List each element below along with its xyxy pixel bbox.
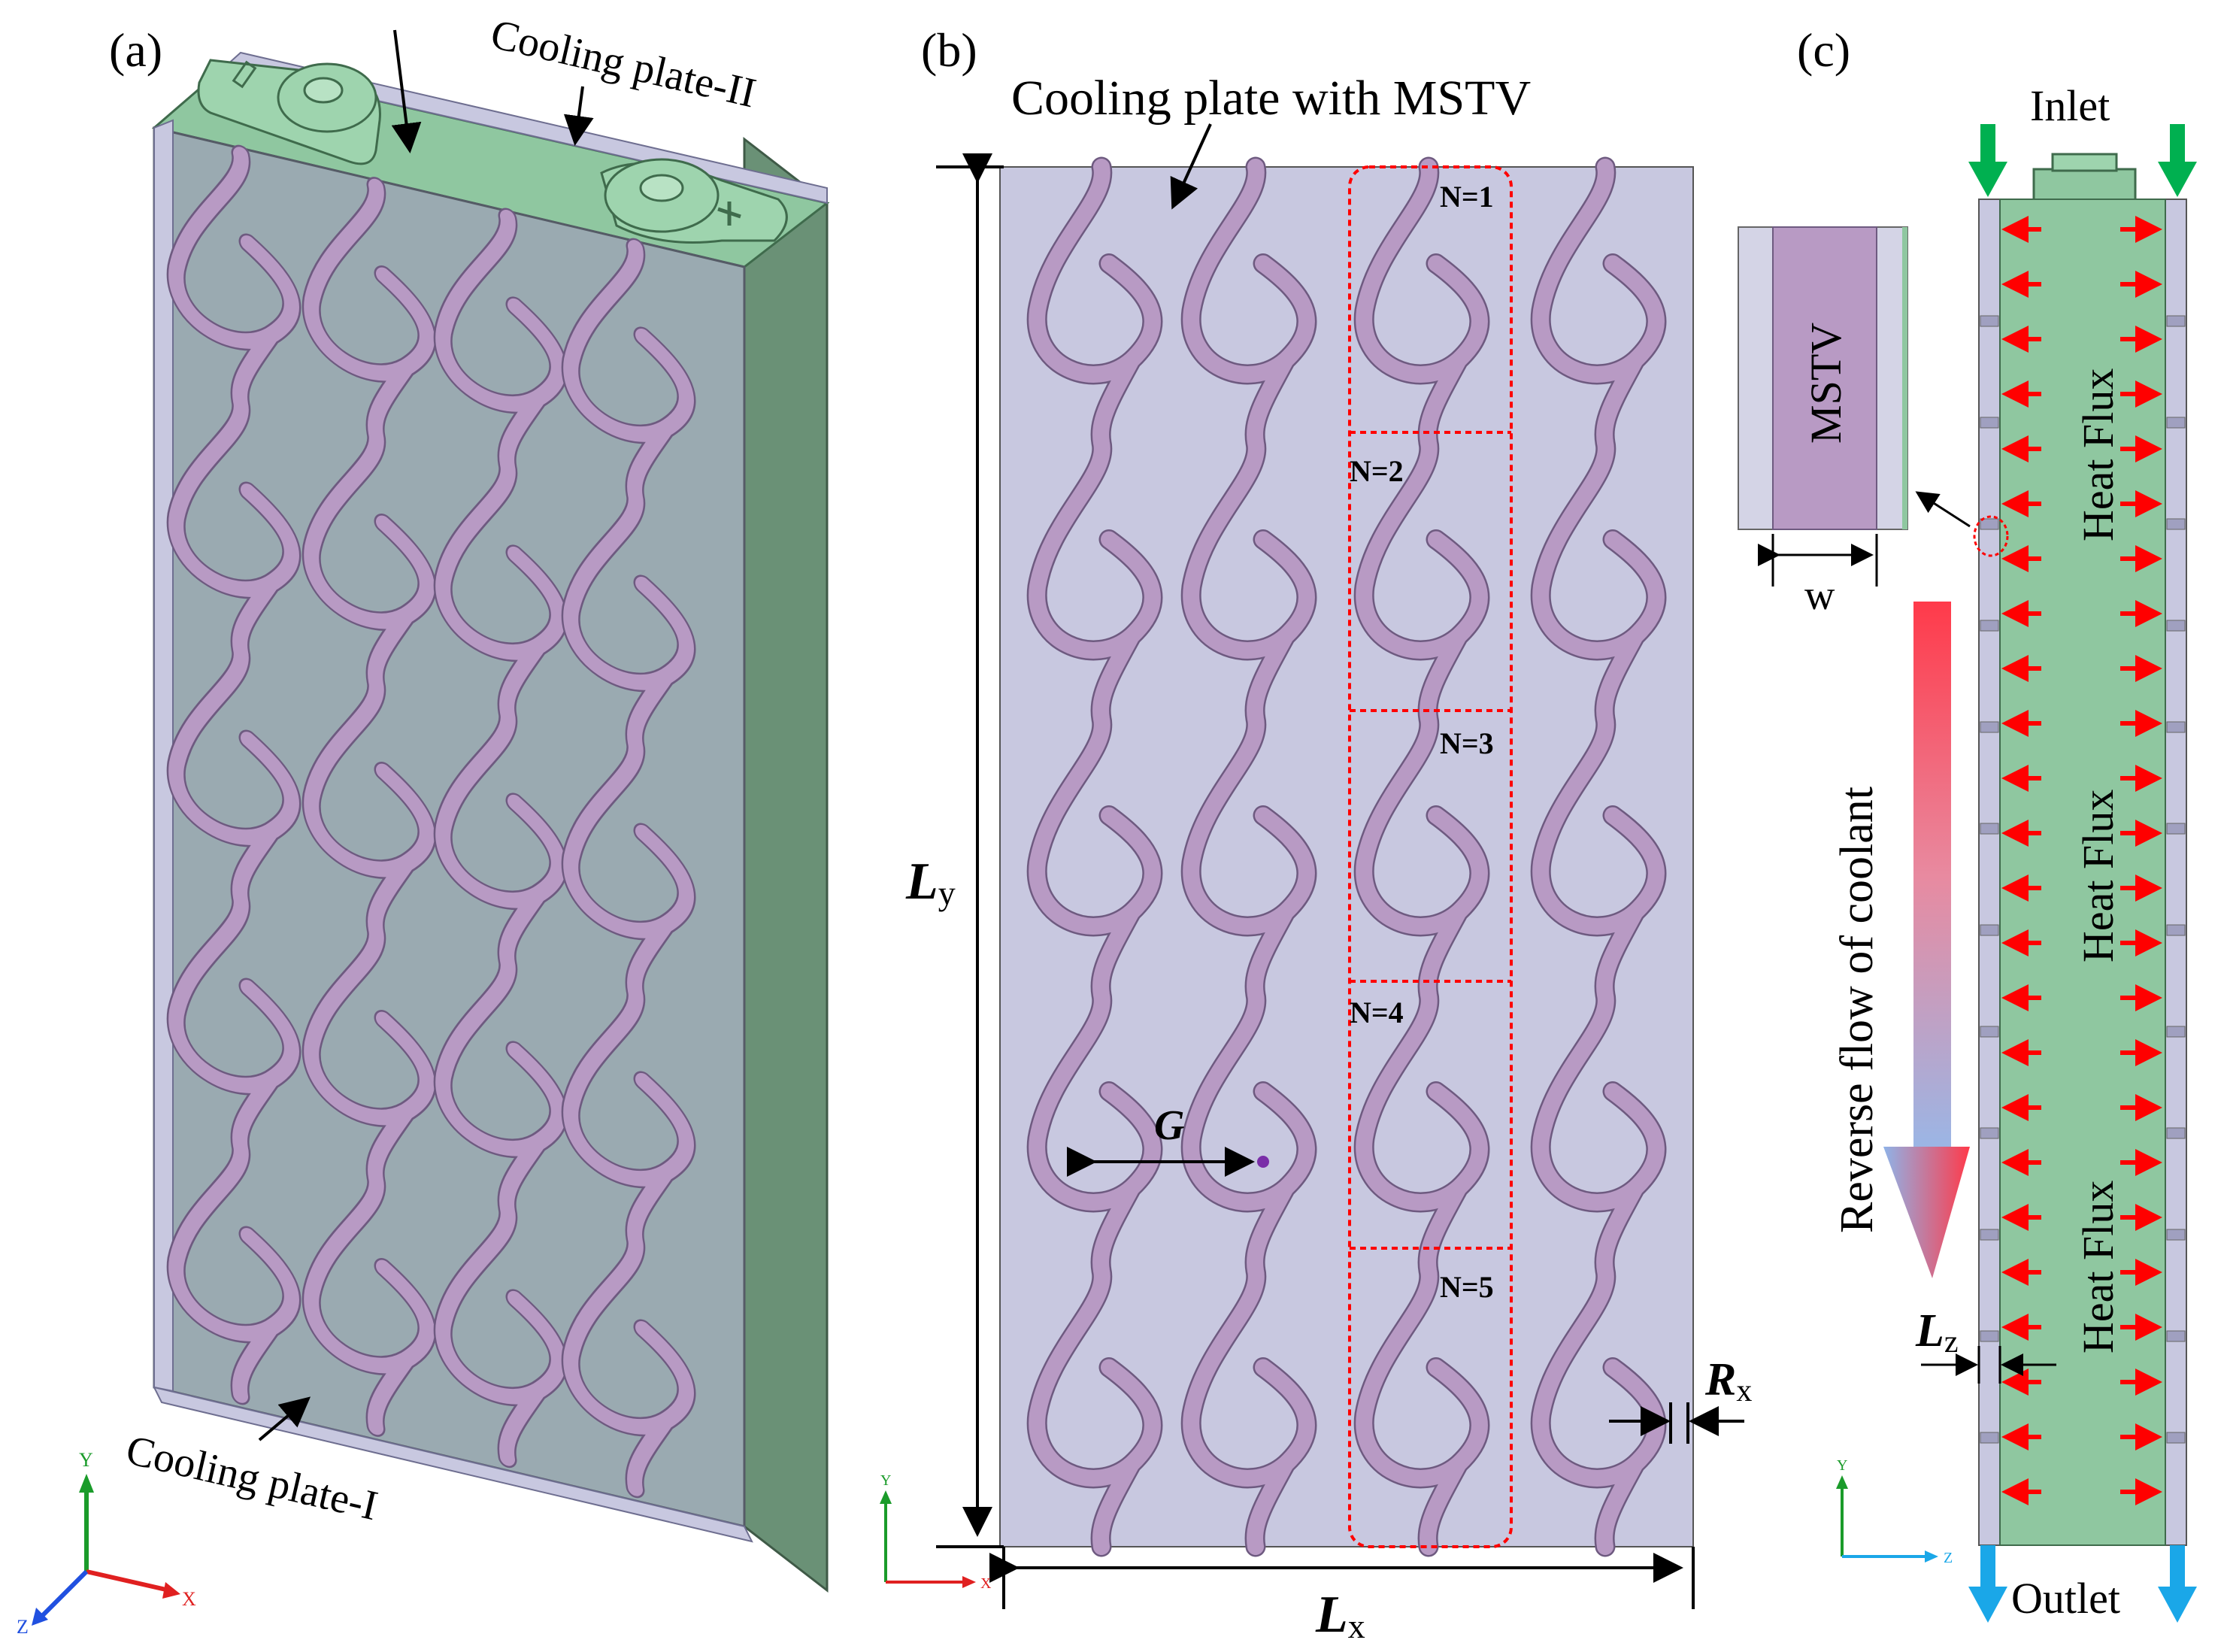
heat-flux-label-3: Heat Flux — [2074, 1181, 2122, 1353]
mstv-channel-b-1 — [1029, 159, 1161, 1555]
outlet-label: Outlet — [2011, 1574, 2120, 1623]
plate-joint — [2166, 1026, 2186, 1038]
ly-label: Ly — [905, 853, 956, 912]
segment-label-4: N=4 — [1350, 996, 1404, 1029]
axis-y-label-c: Y — [1837, 1457, 1847, 1474]
panel-a-label: (a) — [109, 23, 162, 77]
panel-b: N=1 N=2 N=3 N=4 N=5 (b) Cooling plate wi… — [880, 23, 1752, 1645]
outer-plate-left — [1978, 199, 2001, 1546]
plate-joint — [1980, 518, 1999, 530]
plate-joint — [2166, 924, 2186, 936]
segment-label-3: N=3 — [1440, 726, 1494, 760]
flow-label: Reverse flow of coolant — [1832, 787, 1883, 1233]
mstv-inset: MSTV w — [1738, 226, 1908, 619]
lx-label: Lx — [1315, 1586, 1365, 1645]
plate-joint — [2166, 721, 2186, 733]
terminal-positive: + — [0, 0, 788, 244]
plate-joint — [2166, 1229, 2186, 1241]
cooling-plate-ii-arrow — [563, 86, 594, 146]
panel-c-label: (c) — [1797, 23, 1850, 77]
mstv-channel-a-4 — [563, 240, 694, 1496]
flow-arrow-shaft — [1913, 602, 1951, 1150]
mstv-channel-a-2 — [304, 178, 435, 1435]
segment-frame — [1348, 165, 1513, 1548]
mstv-width-label: w — [1804, 572, 1835, 619]
plate-joint — [1980, 315, 1999, 327]
g-label: G — [1154, 1102, 1184, 1149]
mstv-channel-a-1 — [168, 147, 299, 1403]
mstv-inset-label: MSTV — [1801, 323, 1850, 444]
axis-y-label: Y — [79, 1449, 93, 1471]
g-point-right — [1257, 1156, 1269, 1168]
plate-joint — [2166, 1432, 2186, 1444]
plate-joint — [1980, 823, 1999, 835]
plate-joint — [1980, 1330, 1999, 1342]
heat-flux-label-2: Heat Flux — [2074, 790, 2122, 962]
plate-joint — [1980, 620, 1999, 632]
axis-x-label: X — [182, 1588, 196, 1610]
inlet-cap-top — [2051, 153, 2118, 172]
cooling-plate-b-arrow — [1170, 123, 1212, 210]
top-pointer-arrow — [391, 29, 422, 153]
flow-arrow-head — [1883, 1147, 1970, 1278]
lz-label: Lz — [1915, 1305, 1959, 1359]
cooling-plate-b-title: Cooling plate with MSTV — [1011, 71, 1531, 126]
plate-joint — [2166, 315, 2186, 327]
inlet-cap-base — [2032, 168, 2137, 202]
terminal-negative-sign: − — [0, 0, 1, 1]
inset-pointer-arrow — [1915, 491, 1971, 528]
mstv-channel-b-4 — [1532, 159, 1665, 1555]
outlet-arrows — [1968, 1545, 2197, 1623]
plate-joint — [2166, 417, 2186, 429]
axis-x-label-b: X — [980, 1575, 992, 1592]
inlet-label: Inlet — [2030, 81, 2110, 130]
panel-b-label: (b) — [921, 23, 977, 77]
axis-triad-a: Y X Z — [17, 1449, 196, 1638]
axis-triad-c: Y Z — [1836, 1457, 1953, 1566]
mstv-channels-a — [166, 144, 696, 1499]
plate-joint — [2166, 823, 2186, 835]
plate-joint — [1980, 1432, 1999, 1444]
plate-joint — [1980, 1127, 1999, 1139]
mstv-channel-b-2 — [1183, 159, 1315, 1555]
cooling-plate-i-arrow — [258, 1396, 311, 1441]
mstv-channel-a-3 — [435, 210, 566, 1466]
segment-label-5: N=5 — [1440, 1270, 1494, 1304]
rx-label: Rx — [1704, 1354, 1752, 1408]
axis-y-label-b: Y — [880, 1472, 891, 1489]
plate-joint — [1980, 721, 1999, 733]
mstv-channel-b-3 — [1356, 159, 1488, 1555]
plate-joint — [1980, 417, 1999, 429]
plate-joints — [1980, 315, 2186, 1444]
panel-a: − + (a) Cooling plate-II Cooling plate-I — [0, 0, 830, 1638]
plate-joint — [2166, 518, 2186, 530]
heat-flux-label-1: Heat Flux — [2074, 368, 2122, 541]
panel-c: (c) Inlet Heat Flux Heat Flux Heat Flux — [1738, 23, 2197, 1623]
inset-source-circle — [1973, 515, 2009, 557]
segment-label-1: N=1 — [1440, 180, 1494, 214]
axis-z-label: Z — [17, 1616, 29, 1638]
axis-triad-b: Y X — [880, 1472, 992, 1592]
cooling-plate-ii-label: Cooling plate-II — [486, 11, 760, 117]
axis-z-label-c: Z — [1944, 1550, 1953, 1566]
plate-joint — [1980, 1026, 1999, 1038]
plate-joint — [2166, 1127, 2186, 1139]
plate-joint — [2166, 620, 2186, 632]
outer-plate-right — [2165, 199, 2187, 1546]
battery-side-face — [743, 136, 829, 1593]
mstv-channels-b — [1026, 156, 1667, 1557]
plate-joint — [2166, 1330, 2186, 1342]
plate-joint — [1980, 1229, 1999, 1241]
segment-label-2: N=2 — [1350, 454, 1404, 488]
terminal-positive-sign: + — [0, 0, 1, 1]
terminal-negative: − — [0, 0, 381, 165]
plate-joint — [1980, 924, 1999, 936]
g-point-left — [1077, 1156, 1089, 1168]
heat-flux-arrows — [2001, 216, 2162, 1505]
inlet-arrows — [1968, 124, 2197, 197]
